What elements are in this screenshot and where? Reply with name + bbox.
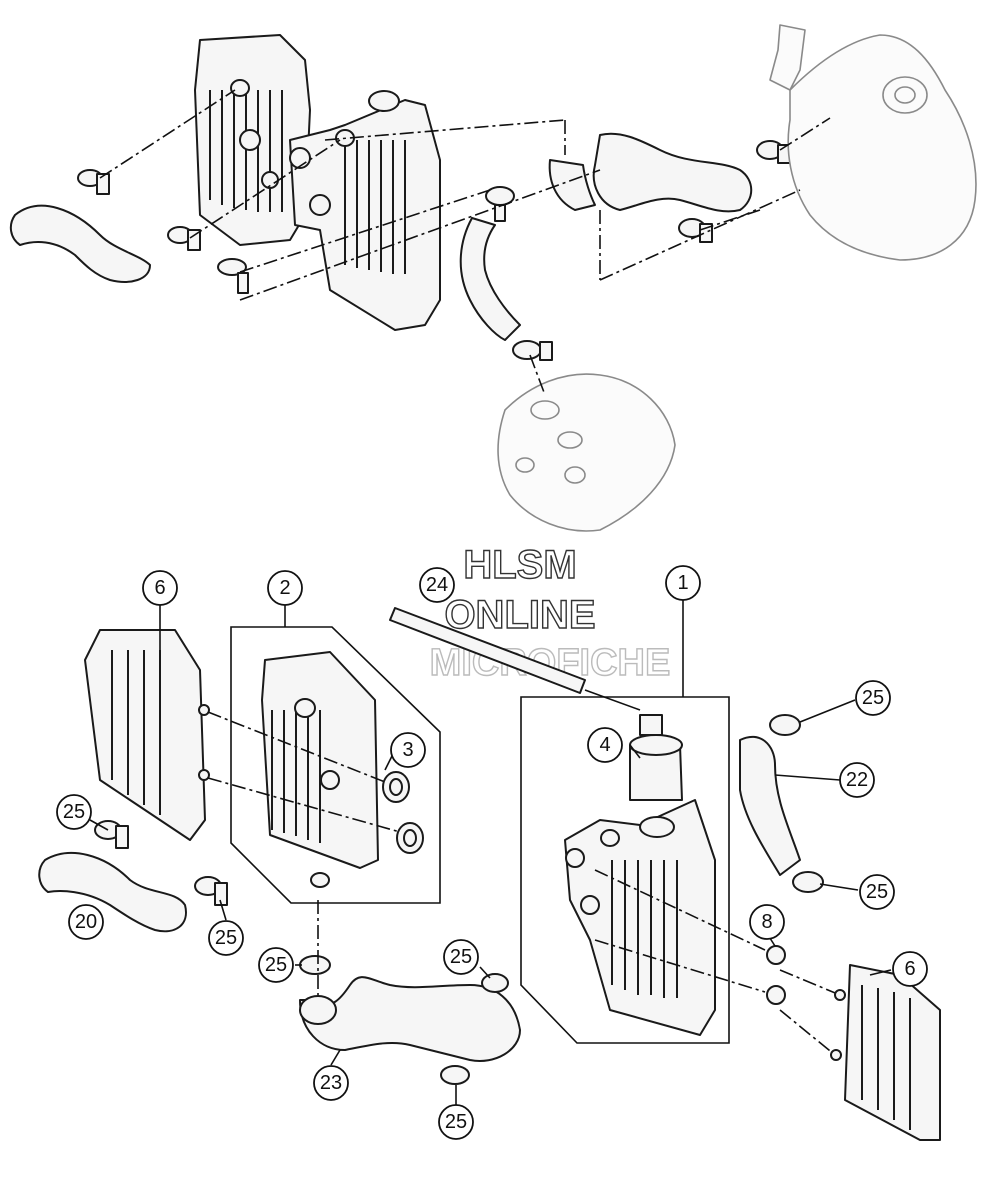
callout-label: 25 — [862, 687, 884, 709]
radiator-cap — [629, 714, 683, 801]
clamp-23-right — [481, 973, 509, 993]
callout-label: 6 — [904, 958, 915, 980]
callouts: 6 2 24 1 25 3 4 22 — [56, 565, 928, 1140]
callout-label: 25 — [866, 881, 888, 903]
callout-label: 6 — [154, 577, 165, 599]
callout-2: 2 — [267, 570, 303, 606]
watermark-line-2: ONLINE — [444, 593, 595, 637]
overview-left-hose — [9, 204, 151, 283]
box-part-1 — [520, 696, 730, 1044]
callout-label: 4 — [599, 734, 610, 756]
callout-leaders — [89, 600, 892, 1105]
callout-4: 4 — [587, 727, 623, 763]
hose-22 — [739, 735, 801, 876]
callout-label: 23 — [320, 1072, 342, 1094]
overview-left-radiator — [194, 34, 311, 246]
callout-24: 24 — [419, 567, 455, 603]
callout-25-b: 25 — [855, 680, 891, 716]
watermark: HLSM ONLINE MICROFICHE — [429, 542, 671, 684]
hose-24 — [389, 607, 586, 694]
overview-right-hose — [592, 132, 753, 213]
box-part-2 — [230, 626, 441, 904]
callout-22: 22 — [839, 762, 875, 798]
callout-25-a: 25 — [56, 794, 92, 830]
hose-20 — [38, 852, 187, 933]
radiator-guard-left — [84, 629, 210, 841]
bolts — [766, 945, 786, 1005]
watermark-line-1: HLSM — [463, 543, 576, 587]
callout-label: 25 — [215, 927, 237, 949]
radiator-left — [261, 651, 379, 888]
callout-23: 23 — [313, 1065, 349, 1101]
callout-25-g: 25 — [438, 1104, 474, 1140]
hose-23 — [299, 976, 521, 1062]
callout-label: 22 — [846, 769, 868, 791]
clamp-23-bottom — [440, 1065, 470, 1085]
callout-label: 8 — [761, 911, 772, 933]
callout-25-e: 25 — [859, 874, 895, 910]
overview-cylinder-head — [497, 373, 676, 532]
callout-label: 3 — [402, 739, 413, 761]
callout-1: 1 — [665, 565, 701, 601]
grommets — [382, 771, 424, 854]
callout-6-right: 6 — [892, 951, 928, 987]
radiator-right — [564, 799, 716, 1036]
clamp-lower-right — [792, 871, 824, 893]
callout-8: 8 — [749, 904, 785, 940]
clamp-upper-right — [769, 714, 801, 736]
callout-25-d: 25 — [258, 947, 294, 983]
callout-25-f: 25 — [443, 939, 479, 975]
overview-dashed-lines — [99, 89, 831, 396]
callout-label: 25 — [265, 954, 287, 976]
callout-25-c: 25 — [208, 920, 244, 956]
callout-3: 3 — [390, 732, 426, 768]
callout-label: 24 — [426, 574, 448, 596]
callout-label: 25 — [445, 1111, 467, 1133]
callout-6-left: 6 — [142, 570, 178, 606]
radiator-guard-right — [830, 964, 941, 1141]
callout-label: 25 — [450, 946, 472, 968]
overview-right-radiator — [289, 90, 441, 331]
overview-assembly — [9, 24, 977, 532]
callout-label: 20 — [75, 911, 97, 933]
callout-label: 2 — [279, 577, 290, 599]
callout-20: 20 — [68, 904, 104, 940]
callout-label: 25 — [63, 801, 85, 823]
overview-elbow-hose — [548, 159, 596, 211]
clamp-23-top — [299, 955, 331, 975]
overview-center-hose — [459, 217, 521, 341]
callout-label: 1 — [677, 572, 688, 594]
overview-crankcase — [787, 34, 977, 261]
